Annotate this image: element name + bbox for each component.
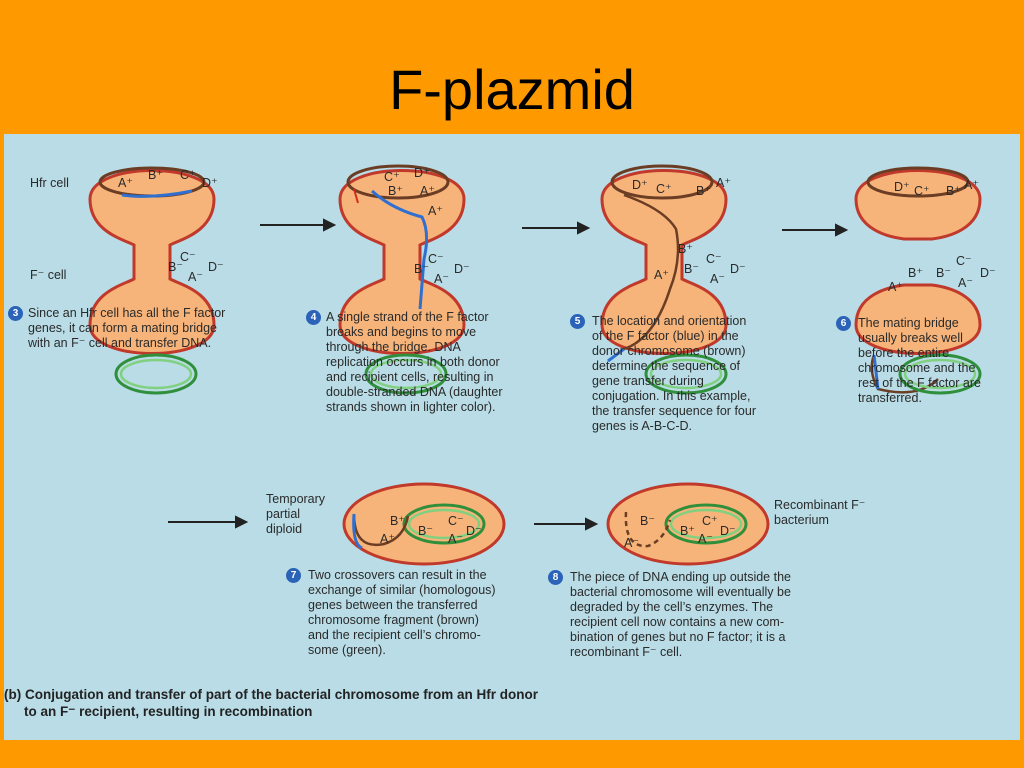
slide-title: F-plazmid bbox=[389, 58, 635, 121]
cell-pair-step-5 bbox=[600, 164, 728, 395]
gene-b-plus: B⁺ bbox=[680, 524, 695, 538]
gene-c-minus: C⁻ bbox=[706, 252, 722, 266]
gene-a-plus: A⁺ bbox=[428, 204, 443, 218]
gene-d-minus: D⁻ bbox=[720, 524, 736, 538]
gene-a-minus: A⁻ bbox=[448, 532, 463, 546]
label-hfr-cell: Hfr cell bbox=[30, 176, 69, 190]
gene-a-plus: A⁺ bbox=[420, 184, 435, 198]
gene-d-plus: D⁺ bbox=[632, 178, 648, 192]
step-3-badge: 3 bbox=[8, 306, 23, 321]
gene-d-minus: D⁻ bbox=[454, 262, 470, 276]
step-8-badge: 8 bbox=[548, 570, 563, 585]
gene-a-plus: A⁺ bbox=[888, 280, 903, 294]
gene-b-plus: B⁺ bbox=[946, 184, 961, 198]
cell-pair-step-4 bbox=[338, 164, 466, 395]
cell-pair-step-6 bbox=[854, 166, 982, 395]
gene-a-plus: A⁺ bbox=[380, 532, 395, 546]
gene-b-plus: B⁺ bbox=[390, 514, 405, 528]
gene-a-minus: A⁻ bbox=[958, 276, 973, 290]
gene-d-minus: D⁻ bbox=[980, 266, 996, 280]
recombinant-cell bbox=[606, 482, 770, 566]
gene-c-plus: C⁺ bbox=[914, 184, 930, 198]
gene-a-minus: A⁻ bbox=[698, 532, 713, 546]
gene-b-minus: B⁻ bbox=[168, 260, 183, 274]
gene-b-plus: B⁺ bbox=[148, 168, 163, 182]
gene-b-minus: B⁻ bbox=[418, 524, 433, 538]
label-recombinant: Recombinant F⁻bacterium bbox=[774, 498, 866, 527]
gene-b-minus: B⁻ bbox=[640, 514, 655, 528]
step-7-badge: 7 bbox=[286, 568, 301, 583]
gene-a-minus: A⁻ bbox=[434, 272, 449, 286]
gene-d-plus: D⁺ bbox=[894, 180, 910, 194]
gene-d-minus: D⁻ bbox=[208, 260, 224, 274]
gene-c-minus: C⁻ bbox=[448, 514, 464, 528]
gene-d-plus: D⁺ bbox=[202, 176, 218, 190]
conjugation-figure: Hfr cell F⁻ cell A⁺ B⁺ C⁺ D⁺ B⁻ C⁻ A⁻ D⁻… bbox=[4, 134, 1020, 740]
cell-pair-step-3 bbox=[88, 166, 216, 395]
figure-caption: (b) Conjugation and transfer of part of … bbox=[4, 687, 539, 719]
gene-c-minus: C⁻ bbox=[428, 252, 444, 266]
step-4-badge: 4 bbox=[306, 310, 321, 325]
gene-c-plus: C⁺ bbox=[702, 514, 718, 528]
gene-b-plus: B⁺ bbox=[678, 242, 693, 256]
gene-d-minus: D⁻ bbox=[466, 524, 482, 538]
step-6-badge: 6 bbox=[836, 316, 851, 331]
gene-b-plus: B⁺ bbox=[388, 184, 403, 198]
gene-b-minus: B⁻ bbox=[684, 262, 699, 276]
gene-a-minus: A⁻ bbox=[710, 272, 725, 286]
gene-b-plus: B⁺ bbox=[908, 266, 923, 280]
gene-c-minus: C⁻ bbox=[180, 250, 196, 264]
gene-c-plus: C⁺ bbox=[384, 170, 400, 184]
gene-d-minus: D⁻ bbox=[730, 262, 746, 276]
step-5-badge: 5 bbox=[570, 314, 585, 329]
gene-d-plus: D⁺ bbox=[414, 166, 430, 180]
gene-c-minus: C⁻ bbox=[956, 254, 972, 268]
gene-a-minus: A⁻ bbox=[188, 270, 203, 284]
gene-b-plus: B⁺ bbox=[696, 184, 711, 198]
gene-b-minus: B⁻ bbox=[414, 262, 429, 276]
gene-a-plus: A⁺ bbox=[716, 176, 731, 190]
gene-a-plus: A⁺ bbox=[654, 268, 669, 282]
diploid-cell bbox=[342, 482, 506, 566]
gene-a-plus: A⁺ bbox=[964, 178, 979, 192]
gene-c-plus: C⁺ bbox=[180, 168, 196, 182]
gene-b-minus: B⁻ bbox=[936, 266, 951, 280]
gene-a-minus: A⁻ bbox=[624, 536, 639, 550]
label-f-minus-cell: F⁻ cell bbox=[30, 268, 67, 282]
diagram-art bbox=[88, 164, 982, 566]
gene-a-plus: A⁺ bbox=[118, 176, 133, 190]
gene-c-plus: C⁺ bbox=[656, 182, 672, 196]
